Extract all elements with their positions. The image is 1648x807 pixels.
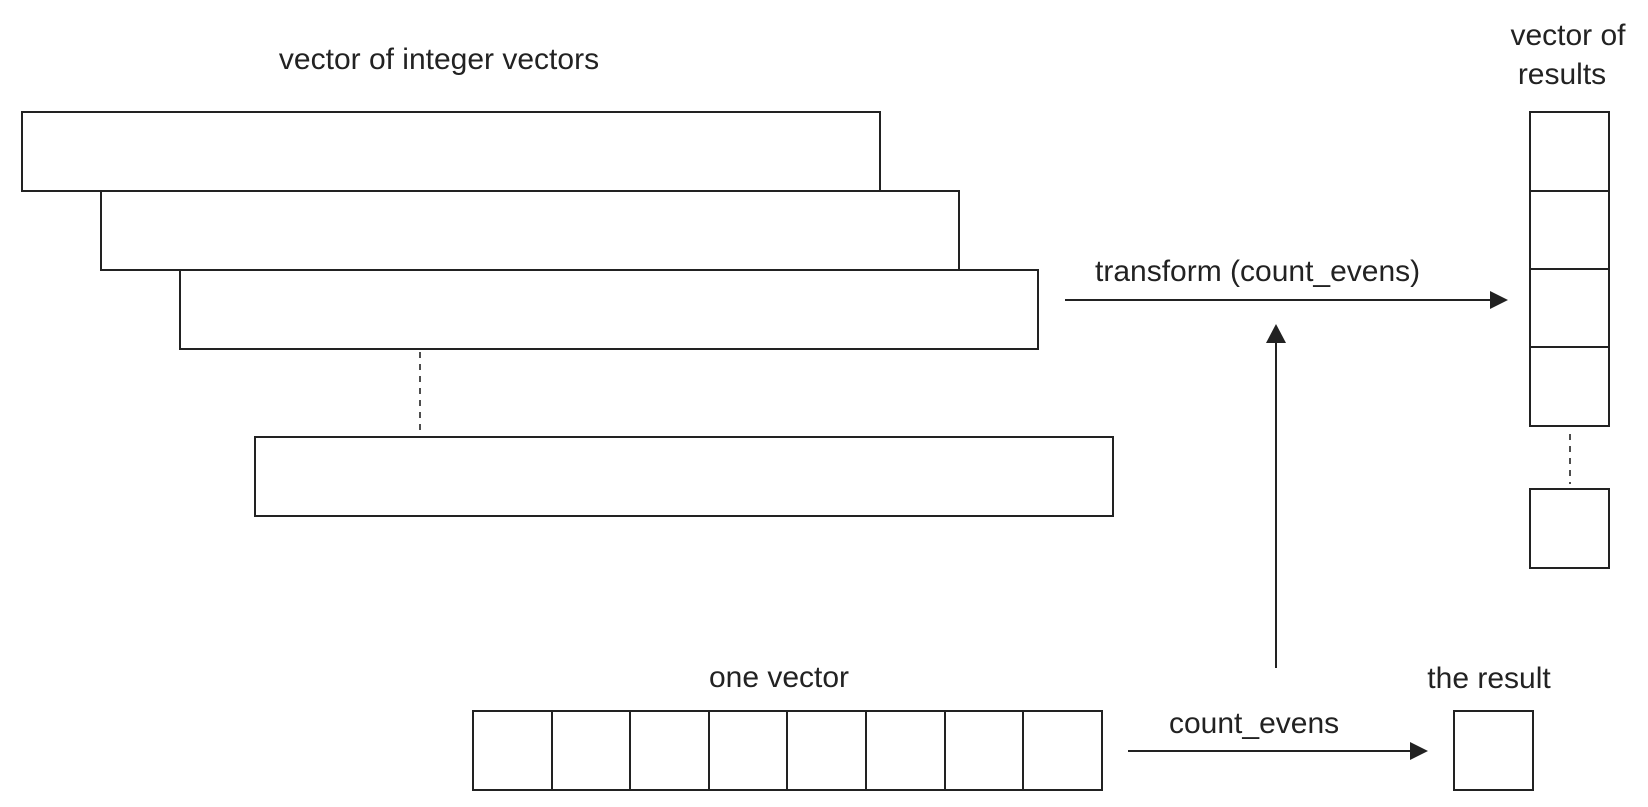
- the-result-cell: [1453, 710, 1534, 791]
- count-evens-label: count_evens: [1169, 707, 1339, 740]
- result-cell-4: [1529, 346, 1610, 427]
- one-vector-cell-5: [786, 710, 867, 791]
- one-vector-cell-7: [944, 710, 1024, 791]
- vertical-arrow-head: [1266, 324, 1286, 343]
- result-cell-2: [1529, 190, 1610, 270]
- one-vector-cells: [472, 710, 1103, 791]
- one-vector-cell-4: [708, 710, 788, 791]
- result-cell-3: [1529, 268, 1610, 348]
- transform-count-evens-label: transform (count_evens): [1095, 255, 1420, 288]
- one-vector-cell-1: [472, 710, 553, 791]
- one-vector-cell-2: [551, 710, 631, 791]
- result-cell-1: [1529, 111, 1610, 192]
- integer-vector-last: [254, 436, 1114, 517]
- one-vector-cell-8: [1022, 710, 1103, 791]
- result-cell-last: [1529, 488, 1610, 569]
- integer-vector-1: [21, 111, 881, 192]
- integer-vector-3: [179, 269, 1039, 350]
- one-vector-cell-3: [629, 710, 710, 791]
- the-result-label: the result: [1427, 662, 1551, 695]
- vector-of-results-label-line2: results: [1518, 58, 1606, 91]
- count-evens-arrow-head: [1410, 742, 1428, 760]
- vector-of-results-label-line1: vector of: [1510, 19, 1626, 52]
- integer-vector-2: [100, 190, 960, 271]
- vector-of-integer-vectors-label: vector of integer vectors: [279, 43, 599, 76]
- one-vector-cell-6: [865, 710, 946, 791]
- one-vector-label: one vector: [709, 661, 849, 694]
- transform-arrow-head: [1490, 291, 1508, 309]
